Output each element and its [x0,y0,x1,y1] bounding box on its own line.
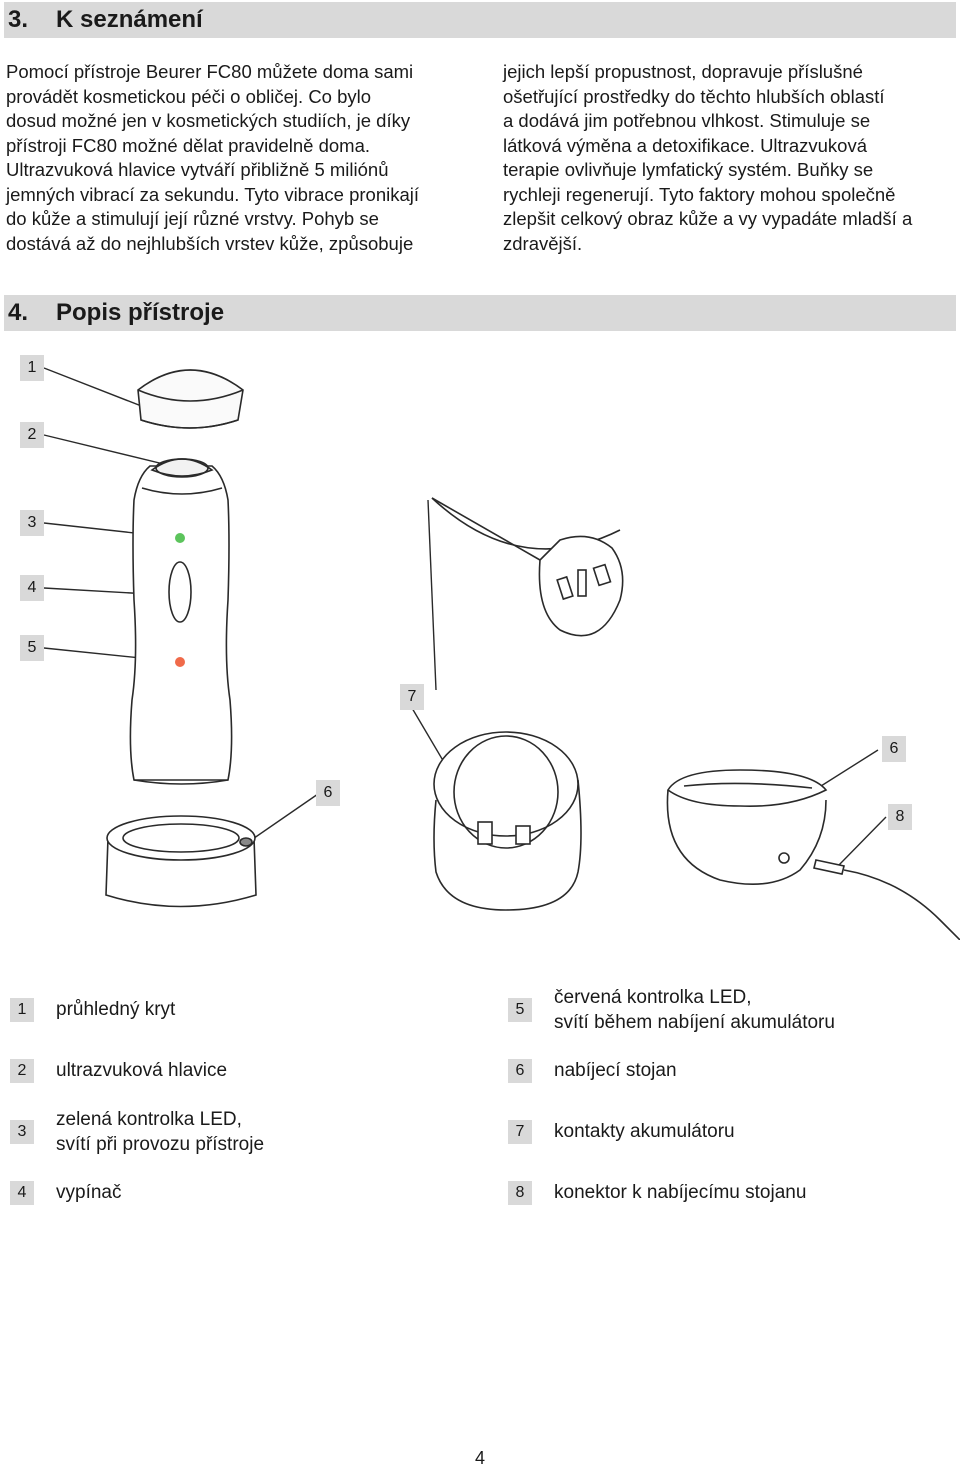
legend-line: průhledný kryt [56,999,176,1020]
section-number: 4. [8,299,29,326]
charging-base-contacts [433,731,582,911]
text-line: terapie ovlivňuje lymfatický systém. Buň… [503,159,874,180]
text-line: jejich lepší propustnost, dopravuje přís… [503,61,863,82]
section-title: Popis přístroje [56,299,225,326]
legend-line: červená kontrolka LED, [554,987,752,1008]
callout-6-left: 6 [316,780,340,806]
page-number: 4 [474,1448,485,1468]
text-line: Pomocí přístroje Beurer FC80 můžete doma… [6,61,414,82]
callout-5: 5 [20,635,44,661]
legend-number: 5 [508,998,532,1022]
legend-number: 7 [508,1120,532,1144]
legend-line: zelená kontrolka LED, [56,1109,242,1130]
legend-label: ultrazvuková hlavice [56,1058,227,1083]
charging-base-left [105,815,257,908]
legend-line: ultrazvuková hlavice [56,1060,228,1081]
section-4-heading: 4. Popis přístroje [4,295,956,331]
legend-label: konektor k nabíjecímu stojanu [554,1180,806,1205]
callout-8: 8 [888,804,912,830]
text-line: dostává až do nejhlubších vrstev kůže, z… [6,232,414,254]
text-line: do kůže a stimulují její různé vrstvy. P… [6,208,379,229]
legend-label: červená kontrolka LED, svítí během nabíj… [554,985,835,1035]
callout-7: 7 [400,684,424,710]
legend-label: zelená kontrolka LED, svítí při provozu … [56,1107,264,1157]
text-line: a dodává jim potřebnou vlhkost. Stimuluj… [503,110,871,131]
handheld-device [129,458,233,785]
text-line: provádět kosmetickou péči o obličej. Co … [6,85,372,107]
green-led-dot [175,533,185,543]
text-line: ošetřující prostředky do těchto hlubších… [503,85,885,107]
legend-line: nabíjecí stojan [554,1060,677,1081]
legend-label: vypínač [56,1180,121,1205]
legend-line: svítí během nabíjení akumulátoru [554,1012,835,1033]
legend-line: konektor k nabíjecímu stojanu [554,1182,807,1203]
power-switch-shape [168,561,192,623]
legend-label: kontakty akumulátoru [554,1119,735,1144]
section-number: 3. [8,6,29,33]
legend-number: 3 [10,1120,34,1144]
intro-text-right: jejich lepší propustnost, dopravuje přís… [503,60,912,256]
callout-6-right: 6 [882,736,906,762]
text-line: zlepšit celkový obraz kůže a vy vypadáte… [503,208,913,229]
callout-1: 1 [20,355,44,381]
text-line: látková výměna a detoxifikace. Ultrazvuk… [503,134,868,156]
red-led-dot [175,657,185,667]
legend-line: kontakty akumulátoru [554,1121,735,1142]
text-line: dosud možné jen v kosmetických studiích,… [6,110,411,131]
legend-number: 4 [10,1181,34,1205]
callout-4: 4 [20,575,44,601]
legend-number: 1 [10,998,34,1022]
text-line: Ultrazvuková hlavice vytváří přibližně 5… [6,159,389,180]
text-line: rychleji regenerují. Tyto faktory mohou … [503,183,896,205]
legend-number: 2 [10,1059,34,1083]
device-illustration [43,367,960,940]
clear-cover [137,369,244,429]
callout-2: 2 [20,422,44,448]
legend-line: vypínač [56,1182,122,1203]
legend-number: 6 [508,1059,532,1083]
device-bottom-view [431,497,624,637]
leader-lines [43,367,887,867]
legend-line: svítí při provozu přístroje [56,1134,265,1155]
section-title: K seznámení [56,6,203,33]
text-line: přístroji FC80 možné dělat pravidelně do… [6,134,371,156]
text-line: zdravější. [503,232,583,254]
legend-number: 8 [508,1181,532,1205]
section-3-heading: 3. K seznámení [4,2,956,38]
text-line: jemných vibrací za sekundu. Tyto vibrace… [6,183,420,205]
legend-label: nabíjecí stojan [554,1058,677,1083]
charging-base-side [666,769,960,940]
callout-3: 3 [20,510,44,536]
legend-label: průhledný kryt [56,997,175,1022]
intro-text-left: Pomocí přístroje Beurer FC80 můžete doma… [6,60,419,256]
